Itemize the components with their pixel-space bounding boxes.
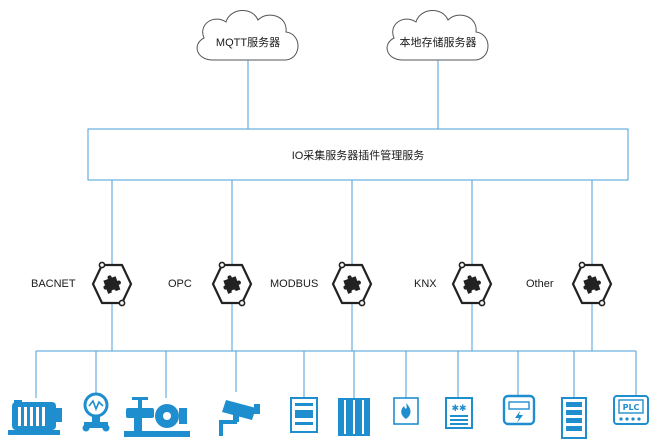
svg-text:PLC: PLC bbox=[623, 403, 640, 412]
mqtt-server-cloud: MQTT服务器 bbox=[196, 9, 299, 61]
plugin-knx: KNX bbox=[414, 261, 493, 307]
hvac-panel-icon: ✱✱ bbox=[445, 397, 473, 429]
plugin-modbus: MODBUS bbox=[270, 261, 373, 307]
pump-valve-icon bbox=[124, 397, 190, 437]
plugin-modbus-label: MODBUS bbox=[270, 278, 318, 290]
power-meter-icon bbox=[502, 394, 536, 426]
plugin-opc: OPC bbox=[168, 261, 253, 307]
puzzle-plugin-icon bbox=[331, 261, 373, 307]
pressure-gauge-icon bbox=[82, 392, 110, 432]
plugin-opc-label: OPC bbox=[168, 278, 192, 290]
local-storage-label: 本地存储服务器 bbox=[400, 35, 477, 49]
plugin-knx-label: KNX bbox=[414, 278, 437, 290]
mqtt-server-label: MQTT服务器 bbox=[216, 36, 280, 49]
plugin-to-bus-connectors bbox=[111, 304, 593, 351]
svg-text:✱✱: ✱✱ bbox=[451, 404, 466, 414]
fire-alarm-icon bbox=[393, 397, 419, 425]
control-cabinet-icon bbox=[561, 397, 587, 439]
puzzle-plugin-icon bbox=[91, 261, 133, 307]
local-storage-cloud: 本地存储服务器 bbox=[386, 9, 489, 61]
plugin-manager-label: IO采集服务器插件管理服务 bbox=[292, 148, 425, 162]
puzzle-plugin-icon bbox=[211, 261, 253, 307]
puzzle-plugin-icon bbox=[571, 261, 613, 307]
meter-box-icon bbox=[290, 397, 318, 433]
plc-icon: PLC bbox=[613, 395, 649, 425]
cctv-camera-icon bbox=[219, 400, 260, 436]
motor-icon bbox=[8, 400, 62, 435]
manager-to-plugin-connectors bbox=[111, 180, 593, 264]
plugin-other: Other bbox=[526, 261, 613, 307]
plugin-manager-service: IO采集服务器插件管理服务 bbox=[87, 128, 629, 181]
cabinet-icon bbox=[338, 398, 370, 436]
plugin-bacnet: BACNET bbox=[31, 261, 133, 307]
puzzle-plugin-icon bbox=[451, 261, 493, 307]
plugin-bacnet-label: BACNET bbox=[31, 278, 76, 290]
plugin-other-label: Other bbox=[526, 278, 554, 290]
bus-to-device-connectors bbox=[35, 351, 637, 398]
